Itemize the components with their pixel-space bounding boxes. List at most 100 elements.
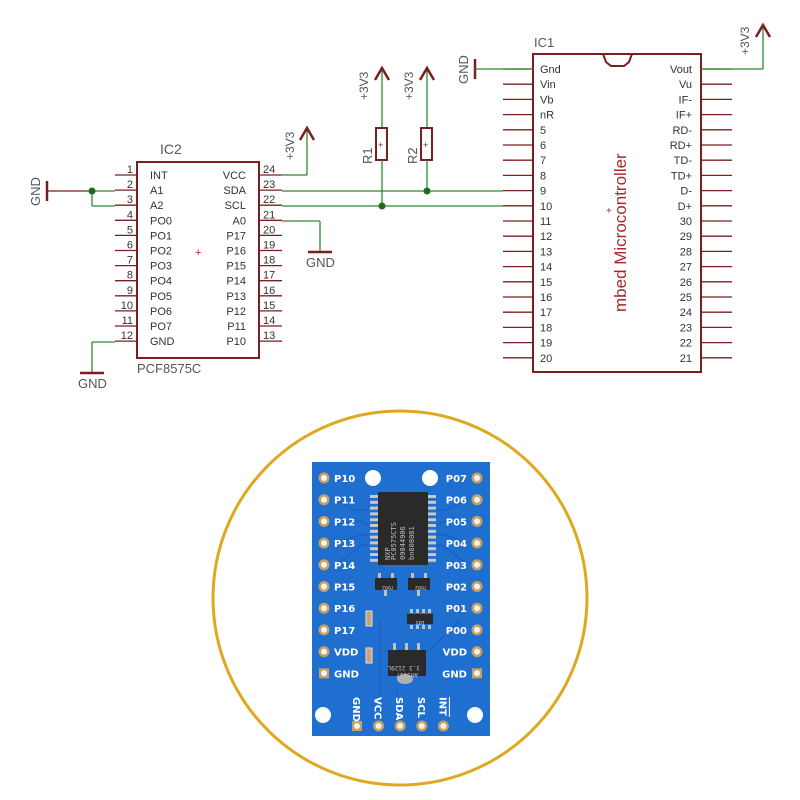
pin-name: 26 <box>680 277 692 289</box>
pad-hole <box>397 723 404 729</box>
chip-lead <box>428 506 436 510</box>
ic2-right-pins: 24VCC23SDA22SCL21A020P1719P1618P1517P141… <box>223 164 282 348</box>
pin-name: 17 <box>540 307 552 319</box>
pad-hole <box>375 723 382 729</box>
chip-lead <box>428 553 436 556</box>
chip-lead <box>370 547 378 551</box>
pin-number: 9 <box>127 285 133 297</box>
pin-name: TD+ <box>671 170 692 182</box>
pin-name: P16 <box>226 246 246 258</box>
pad-hole <box>474 518 480 525</box>
supply-arrow-icon <box>373 65 391 81</box>
pin-name: 13 <box>540 246 552 258</box>
pad-hole <box>321 518 327 525</box>
pin-name: 25 <box>680 292 692 304</box>
pin-number: 10 <box>121 300 133 312</box>
pin-name: 30 <box>680 216 692 228</box>
board-pin-label: GND <box>334 669 359 680</box>
ic2-ref: IC2 <box>160 141 182 157</box>
mounting-hole <box>422 470 438 486</box>
pin-name: Vin <box>540 79 556 91</box>
chip-lead <box>428 495 436 498</box>
pad-hole <box>474 626 480 633</box>
pin-name: 7 <box>540 155 546 167</box>
board-pin-label: SCL <box>415 697 426 719</box>
svg-text:3.3 2129L: 3.3 2129L <box>387 664 420 671</box>
pin-number: 24 <box>263 164 275 176</box>
board-pin-label: P00 <box>446 626 467 637</box>
pin-name: RD- <box>672 125 692 137</box>
ic2-part: PCF8575C <box>137 361 201 376</box>
pin-name: P15 <box>226 261 246 273</box>
board-pin-label: INT <box>436 697 447 716</box>
pin-name: INT <box>150 170 168 182</box>
board-pin-label: VDD <box>443 648 467 659</box>
chip-lead <box>428 535 436 539</box>
board-pin-label: P17 <box>334 626 355 637</box>
pin-name: IF- <box>679 94 693 106</box>
pin-name: Vu <box>679 79 692 91</box>
gnd-label: GND <box>306 255 335 270</box>
ic2-body <box>136 161 260 359</box>
pad-hole <box>474 496 480 503</box>
pin-number: 16 <box>263 285 275 297</box>
pin-name: PO3 <box>150 261 172 273</box>
supply-label: +3V3 <box>738 26 752 55</box>
pin-number: 4 <box>127 209 133 221</box>
pin-number: 5 <box>127 224 133 236</box>
pin-name: RD+ <box>670 140 692 152</box>
board-pin-label: P03 <box>446 561 467 572</box>
pad-hole <box>321 626 327 633</box>
pin-name: GND <box>150 336 175 348</box>
pin-name: P14 <box>226 276 246 288</box>
chip-lead <box>370 553 378 556</box>
supply-arrow-icon <box>418 65 436 81</box>
pin-name: PO1 <box>150 230 172 242</box>
board-pin-label: P02 <box>446 583 467 594</box>
ic1-mbed: IC1 GndVinVbnR56789101112131415161718192… <box>503 35 732 373</box>
pin-number: 1 <box>127 164 133 176</box>
resistor-ref: R1 <box>360 147 375 164</box>
pin-name: 11 <box>540 216 551 228</box>
pin-number: 23 <box>263 179 275 191</box>
pin-name: 27 <box>680 262 692 274</box>
pin-number: 13 <box>263 330 275 342</box>
mounting-hole <box>467 707 483 723</box>
pin-number: 2 <box>127 179 133 191</box>
supply-label: +3V3 <box>283 131 297 160</box>
chip-lead <box>370 529 378 533</box>
pin-name: PO2 <box>150 246 172 258</box>
board-pin-label: SDA <box>393 697 404 721</box>
pin-name: P17 <box>226 230 246 242</box>
board-pin-label: P06 <box>446 496 467 507</box>
board-pin-label: P04 <box>446 539 467 550</box>
resistor-array: 103 <box>407 609 433 629</box>
chip-lead <box>370 506 378 510</box>
pad-hole <box>474 475 480 481</box>
voltage-regulator: 3.3 2129L AMS117 <box>387 643 426 684</box>
supply-label: +3V3 <box>357 71 371 100</box>
mounting-hole <box>315 707 331 723</box>
chip-lead <box>428 512 436 516</box>
pin-name: A1 <box>150 185 163 197</box>
vcc-supply-ic2: +3V3 <box>282 125 316 176</box>
pad-hole <box>321 561 327 568</box>
gnd-symbol-ic1: GND <box>456 55 533 84</box>
pin-name: P13 <box>226 291 246 303</box>
gnd-label: GND <box>456 55 471 84</box>
pin-name: PO7 <box>150 321 172 333</box>
pin-name: Gnd <box>540 64 561 76</box>
pin-number: 17 <box>263 270 275 282</box>
pad-hole <box>321 648 327 655</box>
chip-lead <box>428 558 436 562</box>
pin-name: SCL <box>225 200 246 212</box>
pin-number: 22 <box>263 194 275 206</box>
pad-hole <box>354 723 360 729</box>
pad-hole <box>321 670 327 677</box>
pad-hole <box>321 605 327 612</box>
gnd-symbol-pin12: GND <box>78 341 115 391</box>
